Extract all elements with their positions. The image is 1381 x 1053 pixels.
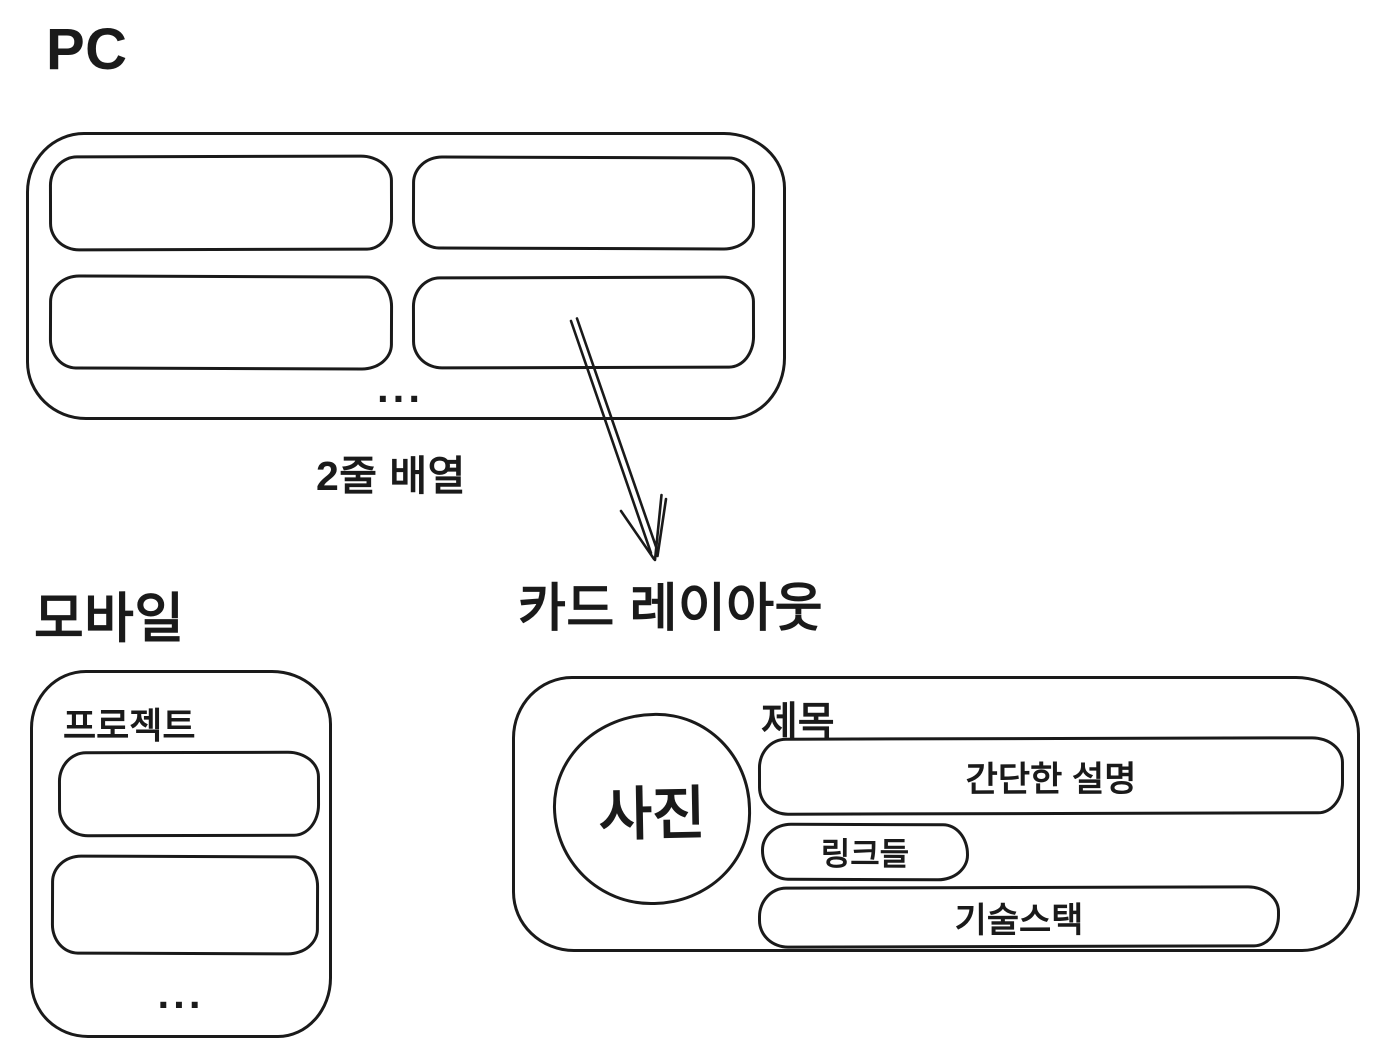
card-layout-container: 사진 제목 간단한 설명 링크들 기술스택 <box>512 676 1360 952</box>
mobile-section-title: 모바일 <box>34 589 185 649</box>
card-description-box: 간단한 설명 <box>757 736 1345 816</box>
pc-card-placeholder-1 <box>48 154 394 252</box>
pc-card-placeholder-4 <box>411 275 756 370</box>
pc-caption: 2줄 배열 <box>316 453 466 499</box>
mobile-layout-container: 프로젝트 ... <box>30 670 332 1038</box>
card-links-box: 링크들 <box>760 822 970 882</box>
pc-layout-container: ... <box>26 132 786 420</box>
pc-card-placeholder-2 <box>411 155 756 251</box>
mobile-more-ellipsis: ... <box>157 970 205 1017</box>
mobile-project-label: 프로젝트 <box>63 705 196 746</box>
card-photo-label: 사진 <box>598 781 707 848</box>
pc-more-ellipsis: ... <box>377 364 425 411</box>
pc-card-placeholder-3 <box>48 274 394 371</box>
pc-section-title: PC <box>46 17 128 82</box>
mobile-card-placeholder-2 <box>50 854 320 956</box>
mobile-card-placeholder-1 <box>57 750 321 838</box>
card-links-label: 링크들 <box>820 835 910 873</box>
card-description-label: 간단한 설명 <box>965 759 1137 799</box>
card-tech-stack-label: 기술스택 <box>954 900 1084 940</box>
card-layout-section-title: 카드 레이아웃 <box>518 580 823 638</box>
card-photo-circle: 사진 <box>551 711 753 907</box>
card-tech-stack-box: 기술스택 <box>757 885 1281 949</box>
